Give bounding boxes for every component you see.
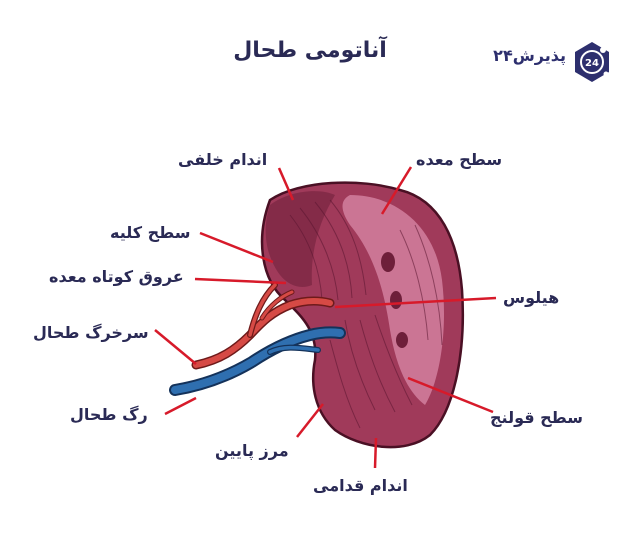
- brand-logo-icon: 24: [575, 42, 609, 82]
- label-splenic-vein: رگ طحال: [70, 405, 148, 424]
- brand-name: پذیرش۲۴: [493, 46, 566, 65]
- label-gastric-surface: سطح معده: [416, 150, 503, 169]
- label-posterior-end: اندام خلفی: [178, 150, 268, 169]
- label-colic-surface: سطح قولنج: [490, 408, 583, 427]
- label-inferior-border: مرز پایین: [215, 441, 289, 460]
- splenic-artery: [191, 282, 335, 370]
- page-title: آناتومی طحال: [233, 38, 387, 63]
- label-short-gastric-vessels: عروق کوتاه معده: [49, 267, 184, 286]
- brand[interactable]: پذیرش۲۴ 24: [488, 40, 618, 84]
- label-hilum: هیلوس: [503, 288, 560, 307]
- label-anterior-end: اندام قدامی: [313, 476, 408, 495]
- label-splenic-artery: سرخرگ طحال: [33, 323, 149, 342]
- splenic-vein: [169, 326, 346, 396]
- label-renal-surface: سطح کلیه: [110, 223, 191, 242]
- brand-logo-text: 24: [585, 58, 599, 69]
- renal-surface-shade: [265, 191, 335, 287]
- leader-lines: [154, 166, 497, 469]
